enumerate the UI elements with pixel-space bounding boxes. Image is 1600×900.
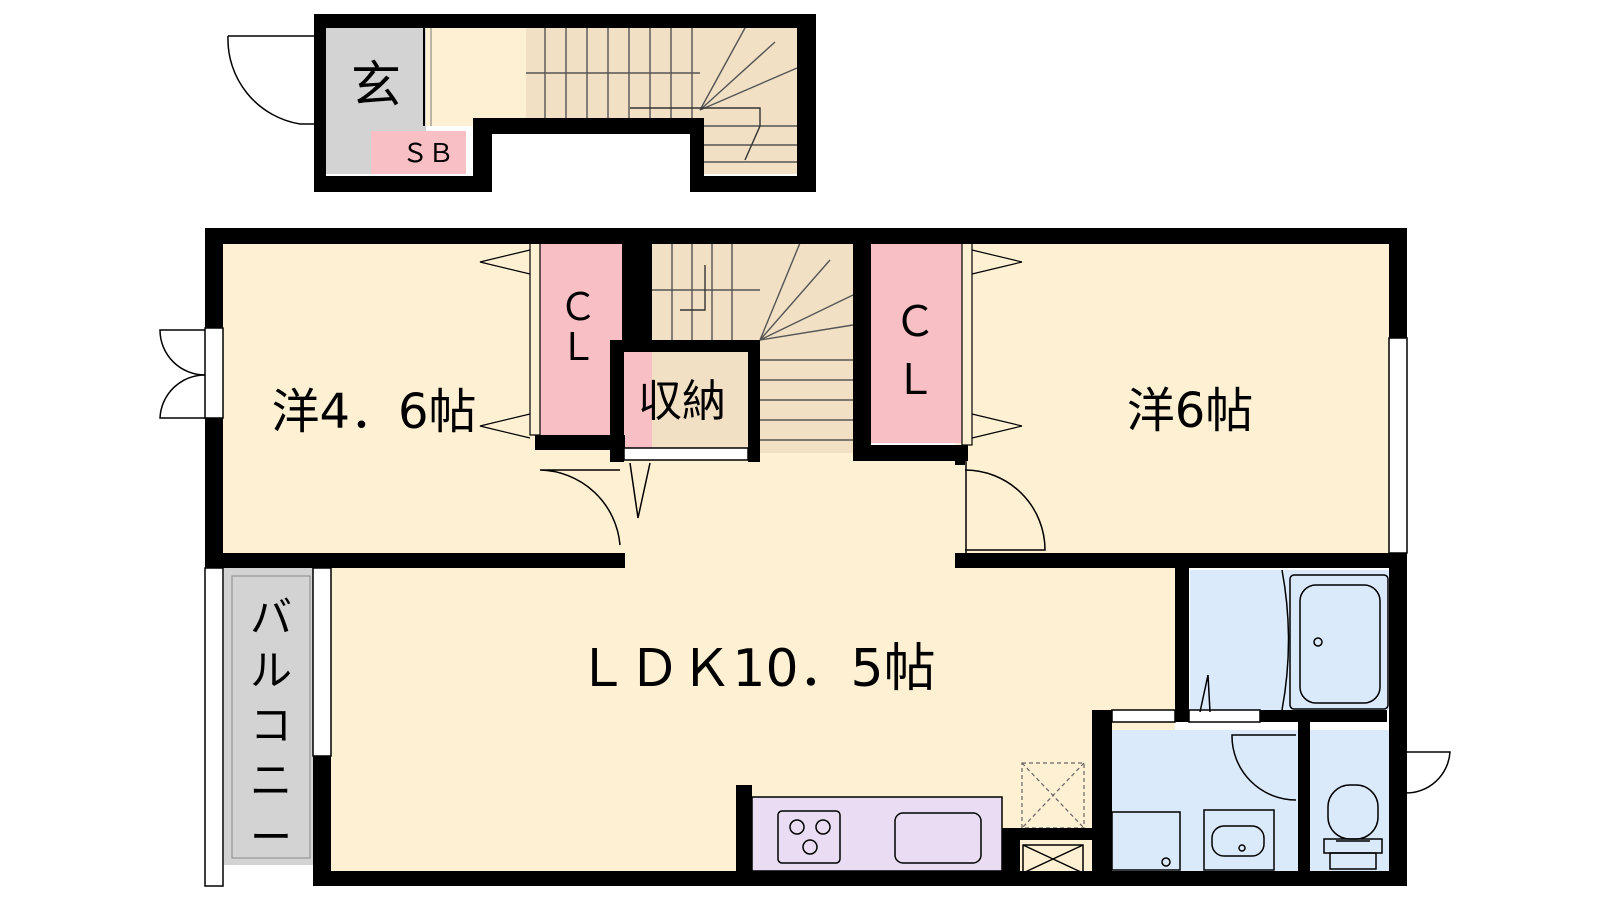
shoe-box xyxy=(371,131,466,174)
stove-icon xyxy=(777,810,841,864)
stairs-lower-b xyxy=(700,118,797,174)
toilet-room xyxy=(1310,730,1390,871)
main-level: 洋4．6帖 Ｃ Ｌ 収納 Ｃ Ｌ 洋6帖 ＬＤＫ10．5帖 バ ル コ ニ ー xyxy=(159,228,1451,887)
ldk-label: ＬＤＫ10．5帖 xyxy=(576,639,935,699)
closet-2-label-l: Ｌ xyxy=(894,355,936,404)
closet-doors xyxy=(479,242,1023,446)
balcony-char: ー xyxy=(250,813,292,862)
closet-1-label-c: Ｃ xyxy=(559,285,597,329)
toilet-icon xyxy=(1323,784,1383,870)
entrance-label: 玄 xyxy=(351,56,401,114)
balcony-char: ル xyxy=(250,646,292,695)
corridor-floor xyxy=(426,28,526,126)
kitchen-counter xyxy=(751,796,1003,872)
windows xyxy=(204,327,1408,887)
storage-label: 収納 xyxy=(638,376,726,427)
room-east-label: 洋6帖 xyxy=(1127,383,1254,439)
door-icon xyxy=(159,329,1451,801)
balcony-floor xyxy=(231,575,311,859)
sink-icon xyxy=(894,812,982,864)
closet-2 xyxy=(866,243,962,443)
entrance-walls xyxy=(314,14,816,192)
balcony-char: ニ xyxy=(250,756,292,805)
stairs-lower xyxy=(526,28,797,126)
washroom xyxy=(1105,730,1305,871)
balcony-char: コ xyxy=(250,701,292,750)
entrance-level: 玄 ＳＢ xyxy=(227,14,816,192)
balcony-label: バ ル コ ニ ー xyxy=(250,593,292,862)
closet-2-label-c: Ｃ xyxy=(894,297,936,346)
door-icon xyxy=(227,35,314,125)
hall-floor xyxy=(617,453,957,563)
closet-1-label-l: Ｌ xyxy=(559,325,597,369)
bathtub-icon xyxy=(1281,569,1389,711)
shoe-box-label: ＳＢ xyxy=(402,139,454,169)
balcony-char: バ xyxy=(250,593,292,642)
room-west-label: 洋4．6帖 xyxy=(271,384,476,440)
stairs-icon xyxy=(526,27,798,163)
stairs-icon xyxy=(652,242,854,441)
